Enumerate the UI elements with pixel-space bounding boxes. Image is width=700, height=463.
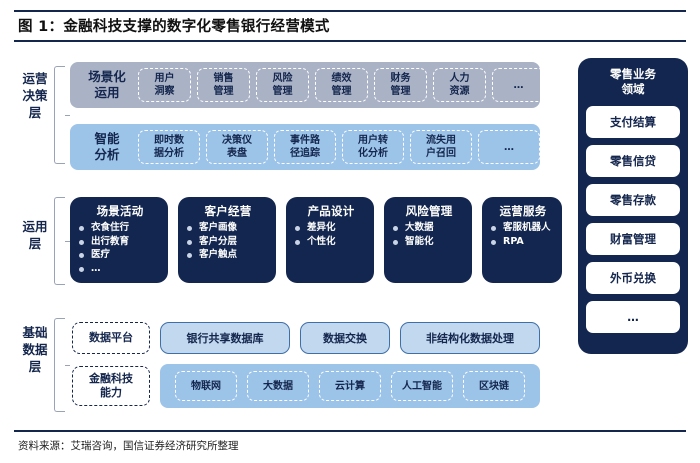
list-item: 个性化	[294, 236, 368, 249]
sidebar-item-retail-deposit[interactable]: 零售存款	[586, 184, 680, 216]
list-item: 医疗	[78, 249, 162, 262]
band-title-scene: 场景化运用	[88, 69, 126, 100]
chip-event-path-tracking[interactable]: 事件路 径追踪	[274, 130, 336, 164]
pill-bank-shared-database[interactable]: 银行共享数据库	[160, 322, 290, 354]
list-item: 大数据	[392, 222, 466, 235]
chip-realtime-data-analysis[interactable]: 即时数 据分析	[138, 130, 200, 164]
tag-fintech-capability[interactable]: 金融科技 能力	[72, 366, 150, 406]
sidebar-title: 零售业务领域	[610, 67, 656, 96]
card-item-list: 客服机器人 RPA	[490, 222, 556, 248]
list-item: 智能化	[392, 236, 466, 249]
chip-churn-user-recall[interactable]: 流失用 户召回	[410, 130, 472, 164]
footer-rule	[14, 430, 686, 432]
chip-artificial-intelligence[interactable]: 人工智能	[391, 371, 453, 401]
band-title-intelligent: 智能分析	[94, 131, 120, 162]
sidebar-retail-business-domain: 零售业务领域 支付结算 零售信贷 零售存款 财富管理 外币兑换 …	[578, 58, 688, 354]
card-risk-management[interactable]: 风险管理 大数据 智能化	[384, 197, 472, 283]
band-chip-list-scene: 用户 洞察 销售 管理 风险 管理 绩效 管理 财务 管理 人力 资源 …	[138, 68, 545, 102]
bracket-base	[54, 318, 70, 412]
list-item: 客户分层	[186, 236, 270, 249]
layer-label-base: 基础数据层	[22, 325, 48, 374]
sidebar-item-wealth-management[interactable]: 财富管理	[586, 223, 680, 255]
layer-label-application: 运用层	[22, 219, 48, 251]
list-item: …	[78, 263, 162, 276]
chip-decision-dashboard[interactable]: 决策仪 表盘	[206, 130, 268, 164]
band-fintech-capability: 物联网 大数据 云计算 人工智能 区块链	[160, 364, 540, 408]
card-product-design[interactable]: 产品设计 差异化 个性化	[286, 197, 374, 283]
source-note: 资料来源：艾瑞咨询，国信证券经济研究所整理	[18, 440, 239, 452]
chip-iot[interactable]: 物联网	[175, 371, 237, 401]
list-item: 客户触点	[186, 249, 270, 262]
layer-label-operating: 运营决策层	[22, 71, 48, 120]
bracket-operating	[54, 66, 70, 164]
card-item-list: 客户画像 客户分层 客户触点	[186, 222, 270, 262]
chip-user-conversion-analysis[interactable]: 用户转 化分析	[342, 130, 404, 164]
card-item-list: 差异化 个性化	[294, 222, 368, 248]
list-item: 衣食住行	[78, 222, 162, 235]
chip-more-scene[interactable]: …	[492, 68, 545, 102]
tag-data-platform[interactable]: 数据平台	[72, 322, 150, 354]
title-top-rule	[14, 10, 686, 12]
pill-unstructured-data-processing[interactable]: 非结构化数据处理	[400, 322, 540, 354]
sidebar-item-foreign-exchange[interactable]: 外币兑换	[586, 262, 680, 294]
pill-data-exchange[interactable]: 数据交换	[300, 322, 390, 354]
chip-performance-management[interactable]: 绩效 管理	[315, 68, 368, 102]
card-title: 风险管理	[405, 204, 453, 218]
card-customer-operation[interactable]: 客户经营 客户画像 客户分层 客户触点	[178, 197, 276, 283]
chip-blockchain[interactable]: 区块链	[463, 371, 525, 401]
chip-risk-management[interactable]: 风险 管理	[256, 68, 309, 102]
list-item: 差异化	[294, 222, 368, 235]
chip-cloud-computing[interactable]: 云计算	[319, 371, 381, 401]
band-intelligent-analysis: 智能分析 即时数 据分析 决策仪 表盘 事件路 径追踪 用户转 化分析 流失用 …	[70, 124, 540, 170]
sidebar-item-payment-settlement[interactable]: 支付结算	[586, 106, 680, 138]
card-title: 运营服务	[499, 204, 547, 218]
card-title: 场景活动	[96, 204, 144, 218]
sidebar-item-retail-credit[interactable]: 零售信贷	[586, 145, 680, 177]
bracket-application	[54, 197, 70, 285]
fintech-chip-list: 物联网 大数据 云计算 人工智能 区块链	[175, 371, 525, 401]
card-title: 产品设计	[307, 204, 355, 218]
chip-more-intelligent[interactable]: …	[478, 130, 540, 164]
list-item: 客服机器人	[490, 222, 556, 235]
band-scene-application: 场景化运用 用户 洞察 销售 管理 风险 管理 绩效 管理 财务 管理 人力 资…	[70, 62, 545, 108]
chip-user-insight[interactable]: 用户 洞察	[138, 68, 191, 102]
card-title: 客户经营	[204, 204, 252, 218]
list-item: RPA	[490, 236, 556, 249]
title-bottom-rule	[14, 40, 686, 42]
chip-finance-management[interactable]: 财务 管理	[374, 68, 427, 102]
card-item-list: 衣食住行 出行教育 医疗 …	[78, 222, 162, 275]
band-chip-list-intelligent: 即时数 据分析 决策仪 表盘 事件路 径追踪 用户转 化分析 流失用 户召回 …	[138, 130, 540, 164]
card-item-list: 大数据 智能化	[392, 222, 466, 248]
list-item: 客户画像	[186, 222, 270, 235]
chip-human-resources[interactable]: 人力 资源	[433, 68, 486, 102]
card-scene-activity[interactable]: 场景活动 衣食住行 出行教育 医疗 …	[70, 197, 168, 283]
sidebar-item-more[interactable]: …	[586, 301, 680, 333]
figure-title: 图 1：金融科技支撑的数字化零售银行经营模式	[18, 19, 330, 35]
list-item: 出行教育	[78, 236, 162, 249]
chip-big-data[interactable]: 大数据	[247, 371, 309, 401]
card-operation-service[interactable]: 运营服务 客服机器人 RPA	[482, 197, 562, 283]
chip-sales-management[interactable]: 销售 管理	[197, 68, 250, 102]
